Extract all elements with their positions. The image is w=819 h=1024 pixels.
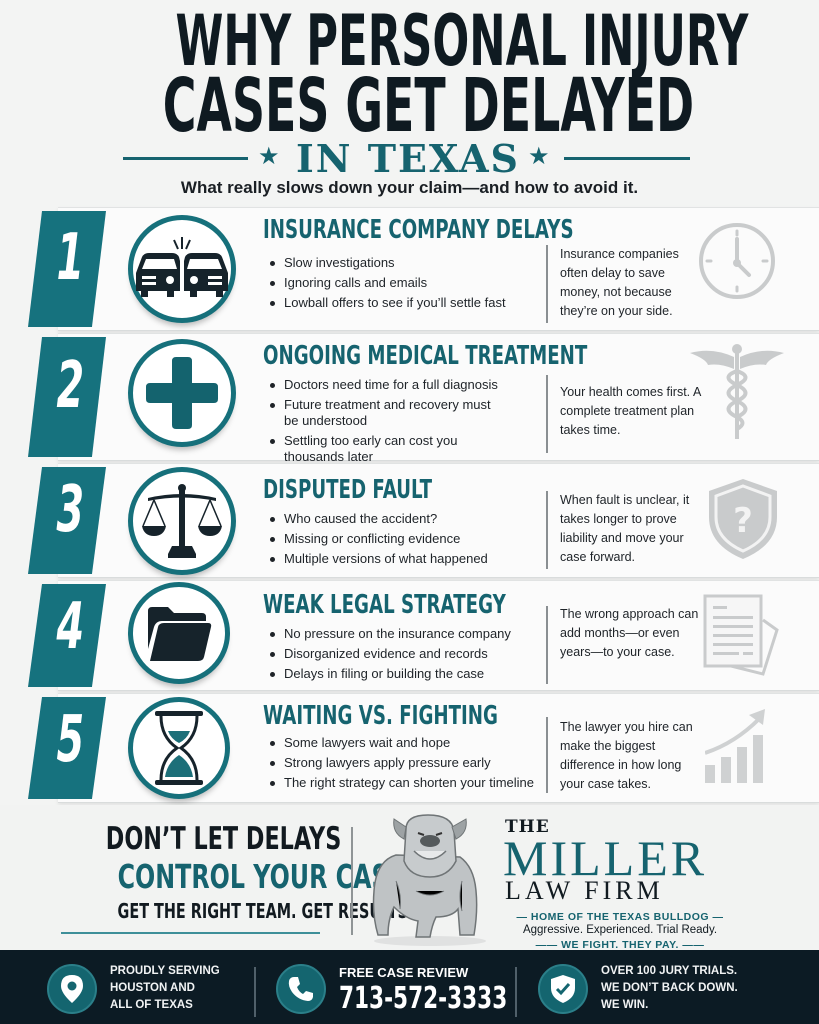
reason-bullets: Who caused the accident? Missing or conf… [268, 511, 488, 571]
bullet-item: Missing or conflicting evidence [268, 531, 488, 547]
folder-icon [128, 582, 230, 684]
reason-row-3: 3 DISPUTED FAULT Who caused the accident… [0, 463, 819, 578]
car-crash-icon [128, 215, 236, 323]
scales-of-justice-icon [128, 467, 236, 575]
reason-number: 4 [56, 590, 84, 664]
number-band [28, 584, 106, 687]
reason-row-4: 4 WEAK LEGAL STRATEGY No pressure on the… [0, 580, 819, 691]
bullet-item: Delays in filing or building the case [268, 666, 511, 682]
hourglass-icon [128, 697, 230, 799]
subtitle: What really slows down your claim—and ho… [180, 178, 639, 197]
firm-name-miller: MILLER [503, 830, 708, 886]
clock-icon [699, 223, 775, 299]
svg-text:?: ? [733, 501, 753, 541]
bullet-item: No pressure on the insurance company [268, 626, 511, 642]
medical-cross-icon [128, 339, 236, 447]
bullet-item: Multiple versions of what happened [268, 551, 488, 567]
service-area-text: PROUDLY SERVING HOUSTON AND ALL OF TEXAS [110, 965, 220, 1011]
bullet-item: Doctors need time for a full diagnosis [268, 377, 498, 393]
reason-row-5: 5 WAITING VS. FIGHTING Some lawyers wait… [0, 693, 819, 803]
side-note: Your health comes first. A complete trea… [560, 385, 701, 437]
title-line-1: WHY PERSONAL INJURY [175, 0, 749, 82]
reason-title: INSURANCE COMPANY DELAYS [263, 215, 574, 245]
bullet-item: Disorganized evidence and records [268, 646, 511, 662]
reason-row-2: 2 ONGOING MEDICAL TREATMENT Doctors need… [0, 333, 819, 464]
reason-row-1: 1 INSURANCE COMPANY DELAYS Slow investig… [0, 207, 819, 331]
title-line-2: CASES GET DELAYED [162, 63, 695, 149]
divider-left [123, 157, 248, 160]
cta-section: DON’T LET DELAYS CONTROL YOUR CASE. GET … [0, 805, 819, 951]
reason-number: 5 [56, 703, 84, 777]
reason-title: ONGOING MEDICAL TREATMENT [263, 341, 588, 371]
vertical-divider [351, 827, 353, 935]
reason-number: 3 [56, 473, 84, 547]
firm-name-the: THE [505, 817, 550, 837]
firm-name-law-firm: LAW FIRM [505, 876, 664, 905]
bullet-item: Future treatment and recovery must be un… [268, 397, 498, 429]
reason-bullets: Some lawyers wait and hope Strong lawyer… [268, 735, 534, 795]
cta-headline-2: CONTROL YOUR CASE. [117, 857, 414, 896]
bullet-item: Who caused the accident? [268, 511, 488, 527]
firm-tagline: Aggressive. Experienced. Trial Ready. [522, 924, 718, 936]
shield-check-icon [538, 964, 588, 1014]
reason-bullets: No pressure on the insurance company Dis… [268, 626, 511, 686]
vertical-divider [546, 375, 548, 453]
phone-number-link[interactable]: 713-572-3333 [339, 981, 508, 1016]
cta-headline-1: DON’T LET DELAYS [105, 821, 342, 857]
bullet-item: Some lawyers wait and hope [268, 735, 534, 751]
divider-right [564, 157, 690, 160]
star-icon: ★ [528, 143, 550, 170]
bullet-item: Strong lawyers apply pressure early [268, 755, 534, 771]
reason-bullets: Slow investigations Ignoring calls and e… [268, 255, 506, 315]
header: WHY PERSONAL INJURY CASES GET DELAYED ★ … [0, 0, 819, 205]
firm-home-of: — HOME OF THE TEXAS BULLDOG — [516, 911, 724, 923]
vertical-divider [546, 606, 548, 684]
cta-subline: GET THE RIGHT TEAM. GET RESULTS. [117, 899, 414, 923]
vertical-divider [254, 967, 256, 1017]
bullet-item: Ignoring calls and emails [268, 275, 506, 291]
bullet-item: Lowball offers to see if you’ll settle f… [268, 295, 506, 311]
footer-bar: PROUDLY SERVING HOUSTON AND ALL OF TEXAS… [0, 950, 819, 1024]
star-icon: ★ [258, 143, 280, 170]
bulldog-mascot-icon [372, 814, 486, 946]
shield-question-icon: ? [709, 479, 777, 559]
vertical-divider [546, 245, 548, 323]
reason-bullets: Doctors need time for a full diagnosis F… [268, 377, 498, 469]
vertical-divider [515, 967, 517, 1017]
side-note: The lawyer you hire can make the biggest… [560, 720, 693, 791]
reason-number: 1 [56, 221, 84, 295]
growth-chart-icon [705, 709, 765, 783]
number-band [28, 697, 106, 799]
number-band [28, 467, 106, 574]
bullet-item: Slow investigations [268, 255, 506, 271]
side-note: Insurance companies often delay to save … [560, 247, 679, 318]
phone-icon[interactable] [276, 964, 326, 1014]
title-texas-row: ★ IN TEXAS ★ [0, 136, 819, 181]
title-in-texas: IN TEXAS [295, 136, 521, 181]
reason-title: DISPUTED FAULT [263, 475, 433, 505]
free-case-review-label: FREE CASE REVIEW [339, 965, 469, 980]
number-band [28, 337, 106, 457]
reason-title: WEAK LEGAL STRATEGY [263, 590, 506, 620]
documents-icon [703, 594, 779, 676]
firm-motto: —— WE FIGHT. THEY PAY. —— [535, 939, 705, 951]
vertical-divider [546, 491, 548, 569]
vertical-divider [546, 717, 548, 793]
bullet-item: The right strategy can shorten your time… [268, 775, 534, 791]
reason-title: WAITING VS. FIGHTING [263, 701, 498, 731]
reason-number: 2 [56, 349, 84, 423]
jury-trials-text: OVER 100 JURY TRIALS. WE DON’T BACK DOWN… [601, 965, 738, 1011]
side-note: When fault is unclear, it takes longer t… [560, 493, 690, 564]
side-note: The wrong approach can add months—or eve… [560, 607, 699, 659]
cta-underline [61, 932, 320, 934]
location-pin-icon [47, 964, 97, 1014]
caduceus-icon [690, 344, 784, 439]
number-band [28, 211, 106, 327]
bullet-item: Settling too early can cost you thousand… [268, 433, 498, 465]
